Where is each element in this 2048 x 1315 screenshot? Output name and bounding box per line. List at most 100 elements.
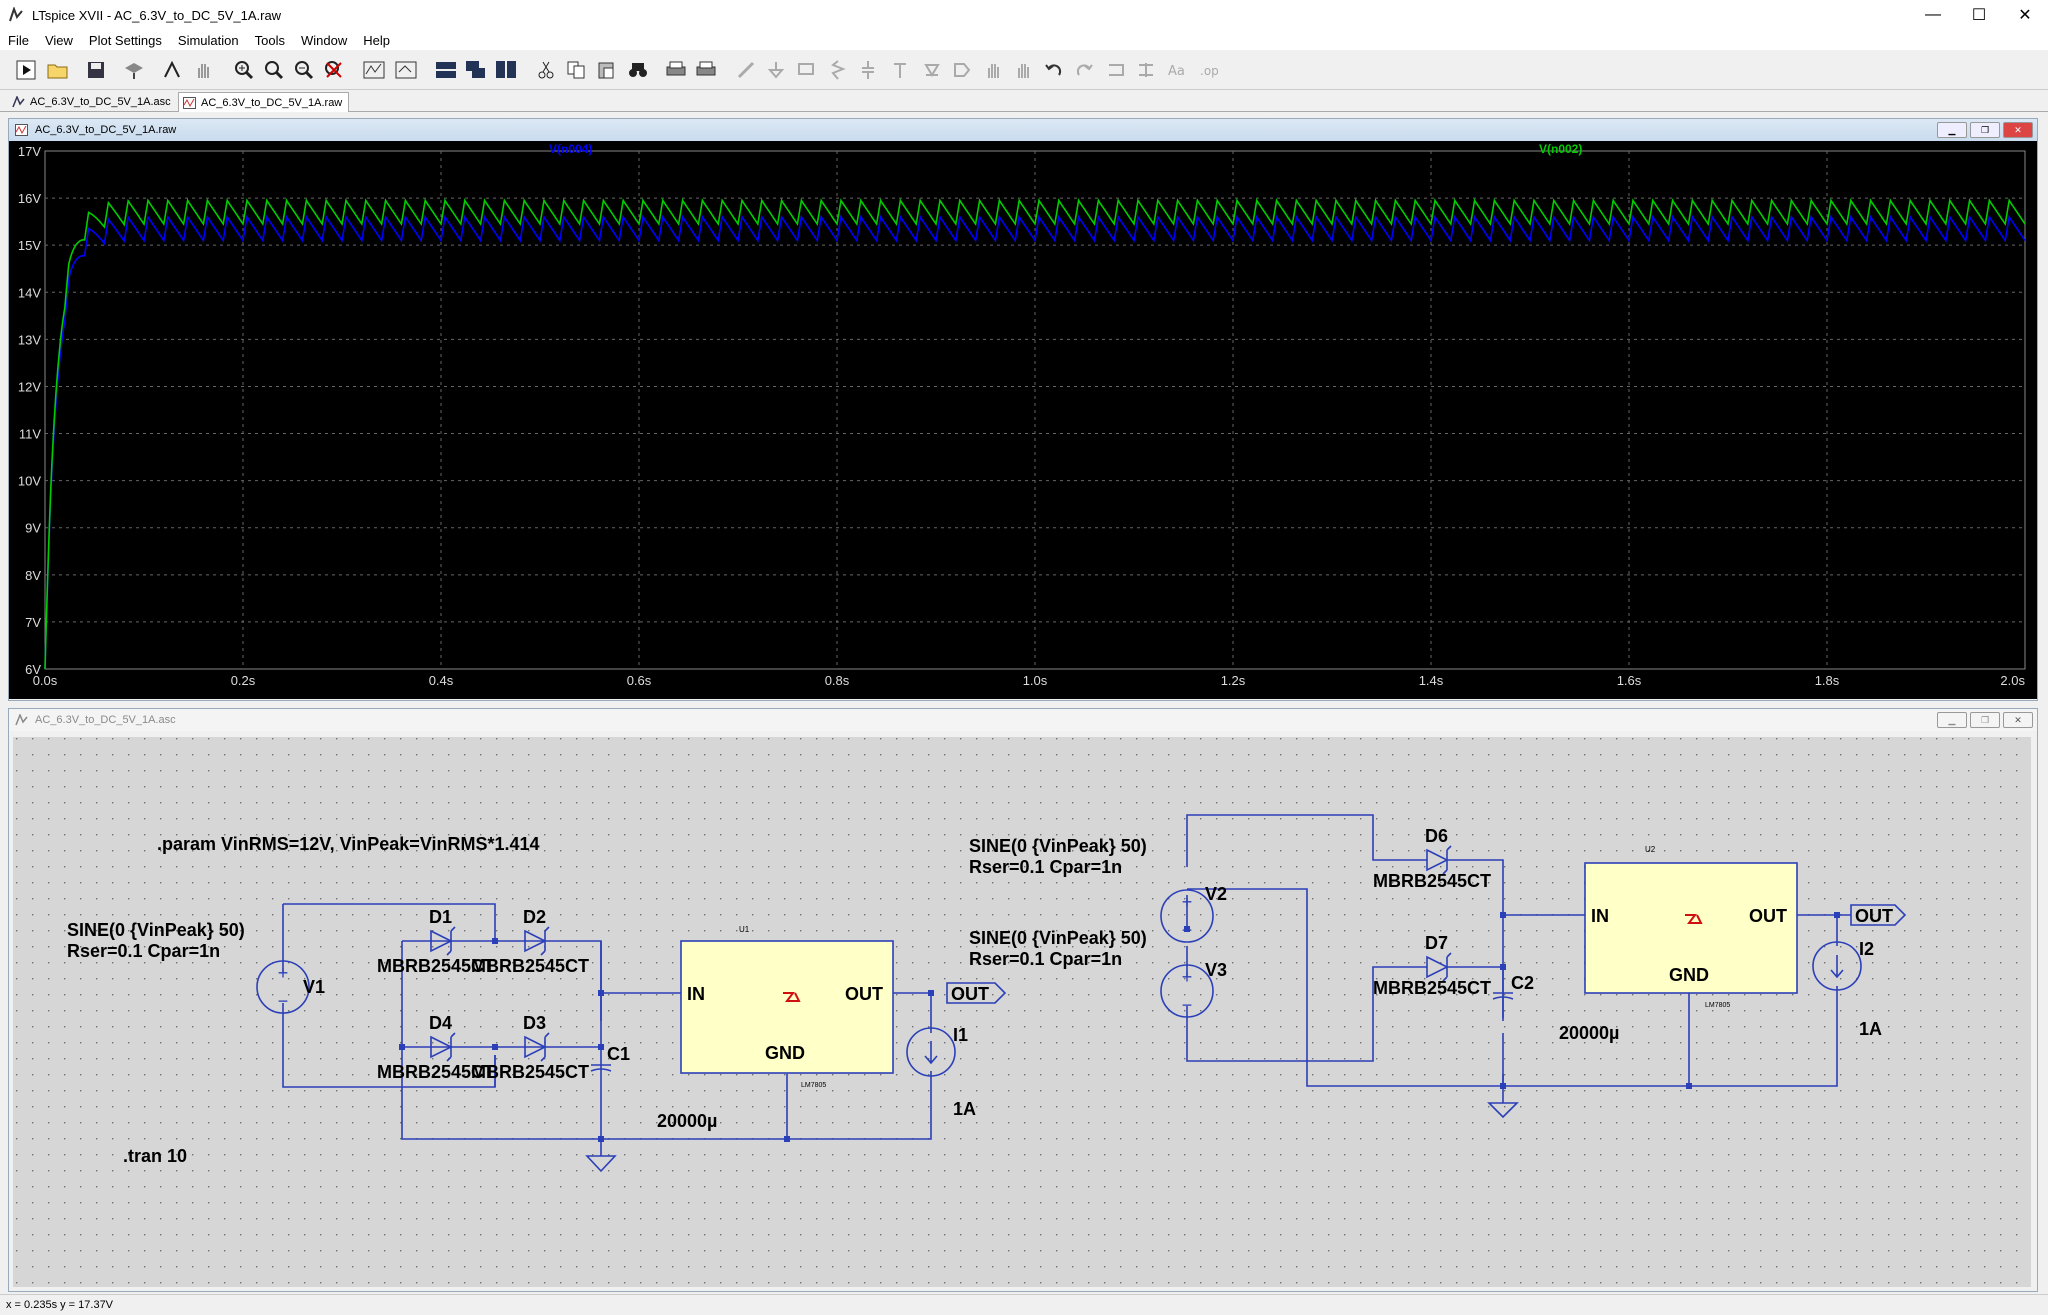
copy-icon[interactable] (564, 58, 588, 82)
zoom-fit-icon[interactable] (322, 58, 346, 82)
v2-label: V2 (1205, 884, 1227, 904)
waveform-close-button[interactable]: ✕ (2003, 122, 2033, 138)
menu-plot-settings[interactable]: Plot Settings (88, 32, 162, 48)
draw-wire-icon[interactable] (734, 58, 758, 82)
diode-d6[interactable] (1426, 845, 1452, 875)
d6-model: MBRB2545CT (1373, 871, 1491, 891)
minimize-button[interactable]: — (1925, 6, 1941, 23)
tran-directive[interactable]: .tran 10 (123, 1146, 187, 1166)
undo-icon[interactable] (1042, 58, 1066, 82)
menu-simulation[interactable]: Simulation (177, 32, 239, 48)
capacitor-c2[interactable] (1492, 992, 1514, 1000)
svg-text:Aa: Aa (1168, 64, 1185, 79)
diode-d7[interactable] (1426, 952, 1452, 982)
redo-icon[interactable] (1072, 58, 1096, 82)
schematic-restore-button[interactable]: ❐ (1970, 712, 2000, 728)
out-flag-left-label: OUT (951, 984, 989, 1004)
v1-rser-text: Rser=0.1 Cpar=1n (67, 941, 220, 961)
diode-d4[interactable] (430, 1032, 456, 1062)
out-flag-right[interactable] (1850, 904, 1907, 926)
zoom-out-icon[interactable] (292, 58, 316, 82)
x-tick-label: 2.0s (2000, 673, 2025, 688)
tile-vertical-icon[interactable] (494, 58, 518, 82)
zoom-area-icon[interactable] (262, 58, 286, 82)
resistor-icon[interactable] (826, 58, 850, 82)
zoom-in-icon[interactable] (232, 58, 256, 82)
u1-model: LM7805 (801, 1082, 826, 1089)
run-pointer-icon[interactable] (160, 58, 184, 82)
drag-hand-icon[interactable] (1012, 58, 1036, 82)
c2-value: 20000µ (1559, 1023, 1619, 1043)
d4-label: D4 (429, 1013, 452, 1033)
current-source-i2[interactable] (1812, 941, 1862, 991)
tab-waveform[interactable]: AC_6.3V_to_DC_5V_1A.raw (178, 92, 350, 112)
cascade-icon[interactable] (464, 58, 488, 82)
plot-legend: V(n004)V(n002) (549, 142, 1582, 156)
tab-schematic[interactable]: AC_6.3V_to_DC_5V_1A.asc (8, 92, 177, 112)
diode-d3[interactable] (524, 1032, 550, 1062)
voltage-source-v3[interactable]: + − (1160, 964, 1214, 1018)
diode-icon[interactable] (920, 58, 944, 82)
schematic-canvas[interactable]: + − V1 SINE(0 {VinPeak} 50) Rser=0.1 Cpa… (9, 731, 2037, 1291)
schematic-grid (13, 737, 2031, 1287)
diode-d2[interactable] (524, 926, 550, 956)
print-preview-icon[interactable] (694, 58, 718, 82)
schematic-icon (15, 714, 28, 726)
param-directive[interactable]: .param VinRMS=12V, VinPeak=VinRMS*1.414 (157, 834, 540, 854)
u1-in-pin: IN (687, 984, 705, 1004)
menu-file[interactable]: File (8, 32, 29, 48)
waveform-restore-button[interactable]: ❐ (1970, 122, 2000, 138)
waveform-minimize-button[interactable]: ▁ (1937, 122, 1967, 138)
document-tabs: AC_6.3V_to_DC_5V_1A.asc AC_6.3V_to_DC_5V… (0, 90, 2048, 112)
y-tick-label: 13V (18, 332, 41, 347)
i2-value: 1A (1859, 1019, 1882, 1039)
mirror-icon[interactable] (1134, 58, 1158, 82)
pan-hand-icon[interactable] (192, 58, 216, 82)
svg-text:+: + (1182, 892, 1193, 912)
junctions-left (399, 938, 934, 1142)
manual-limits-icon[interactable] (394, 58, 418, 82)
capacitor-icon[interactable] (856, 58, 880, 82)
plot-grid (44, 150, 2026, 670)
c2-label: C2 (1511, 973, 1534, 993)
component-icon[interactable] (950, 58, 974, 82)
x-tick-label: 1.4s (1419, 673, 1444, 688)
text-icon[interactable]: Aa (1164, 58, 1188, 82)
cut-icon[interactable] (534, 58, 558, 82)
inductor-icon[interactable] (888, 58, 912, 82)
menu-window[interactable]: Window (300, 32, 348, 48)
ground-icon[interactable] (764, 58, 788, 82)
out-flag-left[interactable] (946, 982, 1007, 1004)
regulator-u1[interactable] (680, 940, 894, 1074)
capacitor-c1[interactable] (590, 1064, 612, 1072)
move-hand-icon[interactable] (982, 58, 1006, 82)
schematic-minimize-button[interactable]: ▁ (1937, 712, 1967, 728)
menu-help[interactable]: Help (363, 32, 390, 48)
run-icon[interactable] (14, 58, 38, 82)
tile-horizontal-icon[interactable] (434, 58, 458, 82)
diode-d1[interactable] (430, 926, 456, 956)
spice-directive-icon[interactable]: .op (1196, 58, 1220, 82)
print-icon[interactable] (664, 58, 688, 82)
tab-schematic-label: AC_6.3V_to_DC_5V_1A.asc (30, 96, 171, 108)
d3-label: D3 (523, 1013, 546, 1033)
voltage-source-v1[interactable]: + − (256, 960, 310, 1014)
maximize-button[interactable]: ☐ (1971, 7, 1987, 24)
label-net-icon[interactable] (794, 58, 818, 82)
rotate-icon[interactable] (1104, 58, 1128, 82)
open-icon[interactable] (46, 58, 70, 82)
current-source-i1[interactable] (906, 1027, 956, 1077)
control-panel-icon[interactable] (122, 58, 146, 82)
find-icon[interactable] (626, 58, 650, 82)
paste-icon[interactable] (594, 58, 618, 82)
close-button[interactable]: ✕ (2018, 7, 2032, 24)
v3-label: V3 (1205, 960, 1227, 980)
regulator-u2[interactable] (1584, 862, 1798, 994)
save-icon[interactable] (84, 58, 108, 82)
autorange-icon[interactable] (362, 58, 386, 82)
y-tick-label: 8V (25, 568, 41, 583)
schematic-close-button[interactable]: ✕ (2003, 712, 2033, 728)
menu-view[interactable]: View (44, 32, 73, 48)
menu-tools[interactable]: Tools (254, 32, 285, 48)
